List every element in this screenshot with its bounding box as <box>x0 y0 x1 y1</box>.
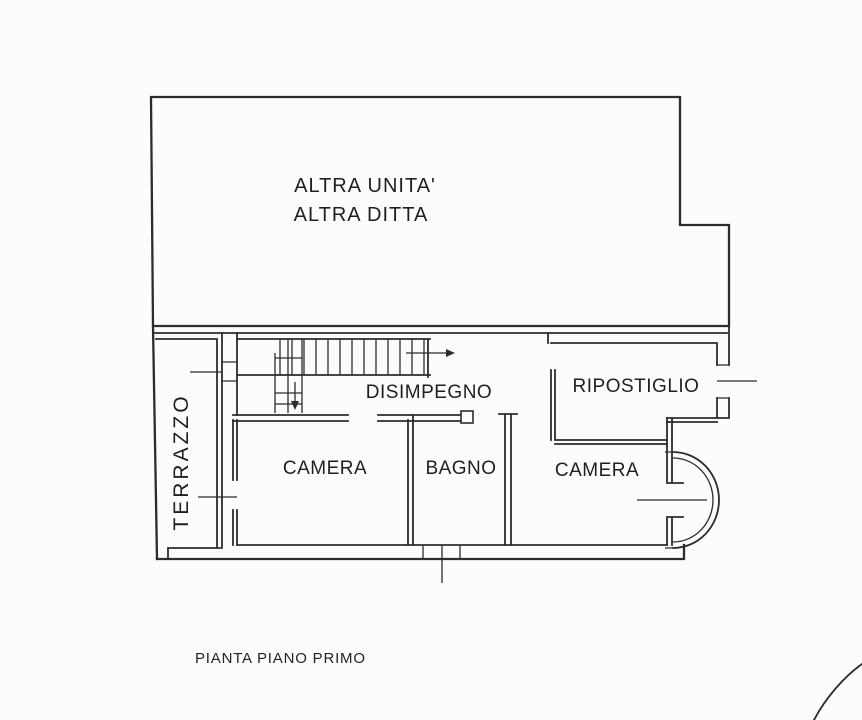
page-corner-curve <box>812 662 862 720</box>
bay-window-inner-arc <box>665 451 714 549</box>
room-ripostiglio: RIPOSTIGLIO <box>547 325 757 445</box>
stair-enclosure <box>236 332 431 416</box>
bay-window-outer-arc <box>672 451 720 549</box>
label-altra-unita-line1: ALTRA UNITA' <box>294 175 436 197</box>
drawing-caption: PIANTA PIANO PRIMO <box>195 650 366 667</box>
room-camera-right: CAMERA <box>555 417 707 546</box>
label-bagno: BAGNO <box>425 458 496 479</box>
stair-up-arrow-icon <box>406 349 455 357</box>
upper-unit-outline <box>149 95 731 328</box>
stair-landing-ticks <box>222 361 237 382</box>
stair-treads <box>279 339 425 375</box>
bagno-walls <box>407 414 512 546</box>
label-camera-left: CAMERA <box>283 458 367 479</box>
ripostiglio-window-ticks <box>717 364 757 399</box>
stair-down-arrow-icon <box>291 382 299 410</box>
bagno-window <box>422 545 461 583</box>
label-altra-unita-line2: ALTRA DITTA <box>294 204 429 226</box>
left-exterior-wall <box>151 324 159 561</box>
room-altra-unita: ALTRA UNITA' ALTRA DITTA <box>149 95 731 328</box>
bottom-exterior-wall <box>155 543 686 561</box>
staircase <box>222 332 455 416</box>
room-terrazzo: TERRAZZO <box>155 332 223 560</box>
room-camera-left: CAMERA <box>198 419 367 546</box>
label-terrazzo: TERRAZZO <box>170 393 193 530</box>
terrazzo-walls <box>155 332 223 560</box>
camera-left-walls <box>232 419 238 546</box>
room-bagno: BAGNO <box>407 414 512 583</box>
hall-south-walls <box>232 413 518 422</box>
bay-window <box>665 451 720 549</box>
ripostiglio-walls <box>547 325 730 445</box>
label-camera-right: CAMERA <box>555 460 639 481</box>
door-stop-block <box>460 410 474 424</box>
camera-right-walls <box>666 417 684 546</box>
room-disimpegno: DISIMPEGNO <box>232 382 518 424</box>
stair-return-flight <box>274 339 303 413</box>
label-ripostiglio: RIPOSTIGLIO <box>573 376 700 397</box>
label-disimpegno: DISIMPEGNO <box>366 382 492 403</box>
